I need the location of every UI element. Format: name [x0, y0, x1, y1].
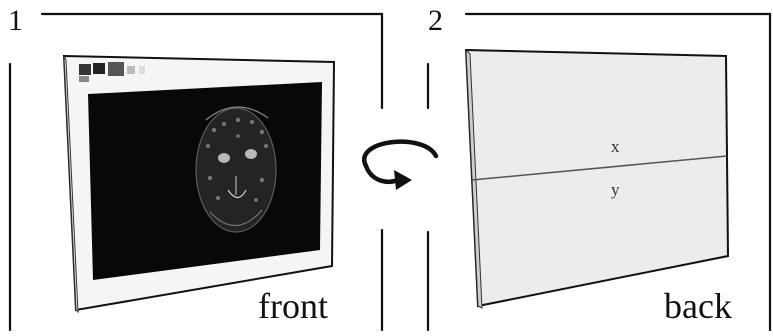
back-label-y: y	[611, 180, 620, 199]
leopard-image	[195, 106, 277, 233]
step-number-2: 2	[428, 4, 443, 37]
back-divider-line	[471, 155, 728, 181]
panel-2-frame	[426, 12, 772, 332]
rotate-arrow-icon	[362, 139, 439, 190]
caption-front: front	[258, 286, 328, 326]
thumbnail-strip	[79, 62, 145, 82]
front-tablet	[62, 54, 336, 314]
back-tablet	[464, 48, 730, 309]
panel-1-frame	[8, 12, 384, 332]
caption-back: back	[664, 286, 732, 326]
leopard-spots	[206, 117, 268, 202]
back-label-x: x	[611, 137, 620, 156]
step-number-1: 1	[8, 4, 23, 37]
